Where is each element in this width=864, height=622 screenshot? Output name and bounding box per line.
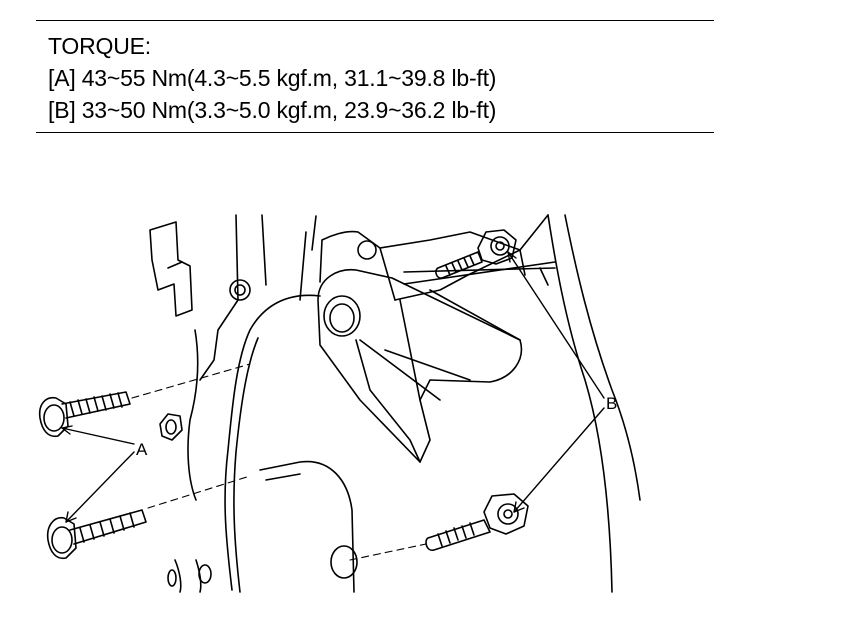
bolt-a-lower: [46, 509, 147, 560]
bolt-b-lower: [425, 493, 529, 551]
bolt-a-upper: [38, 391, 131, 438]
mount-nut: [159, 413, 183, 441]
torque-spec-b: [B] 33~50 Nm(3.3~5.0 kgf.m, 23.9~36.2 lb…: [48, 97, 497, 123]
torque-heading: TORQUE:: [48, 33, 151, 59]
bolt-b-upper: [435, 229, 517, 279]
callout-label-b: B: [606, 394, 617, 413]
spec-bottom-rule: [36, 132, 714, 133]
spec-top-rule: [36, 20, 714, 21]
callout-label-a: A: [136, 440, 148, 459]
engine-housing: [149, 214, 641, 593]
mount-bracket: [317, 230, 556, 463]
callout-leaders: [61, 251, 605, 523]
alignment-lines: [131, 363, 427, 561]
torque-spec-a: [A] 43~55 Nm(4.3~5.5 kgf.m, 31.1~39.8 lb…: [48, 65, 497, 91]
block-bolt-hole: [330, 545, 358, 579]
